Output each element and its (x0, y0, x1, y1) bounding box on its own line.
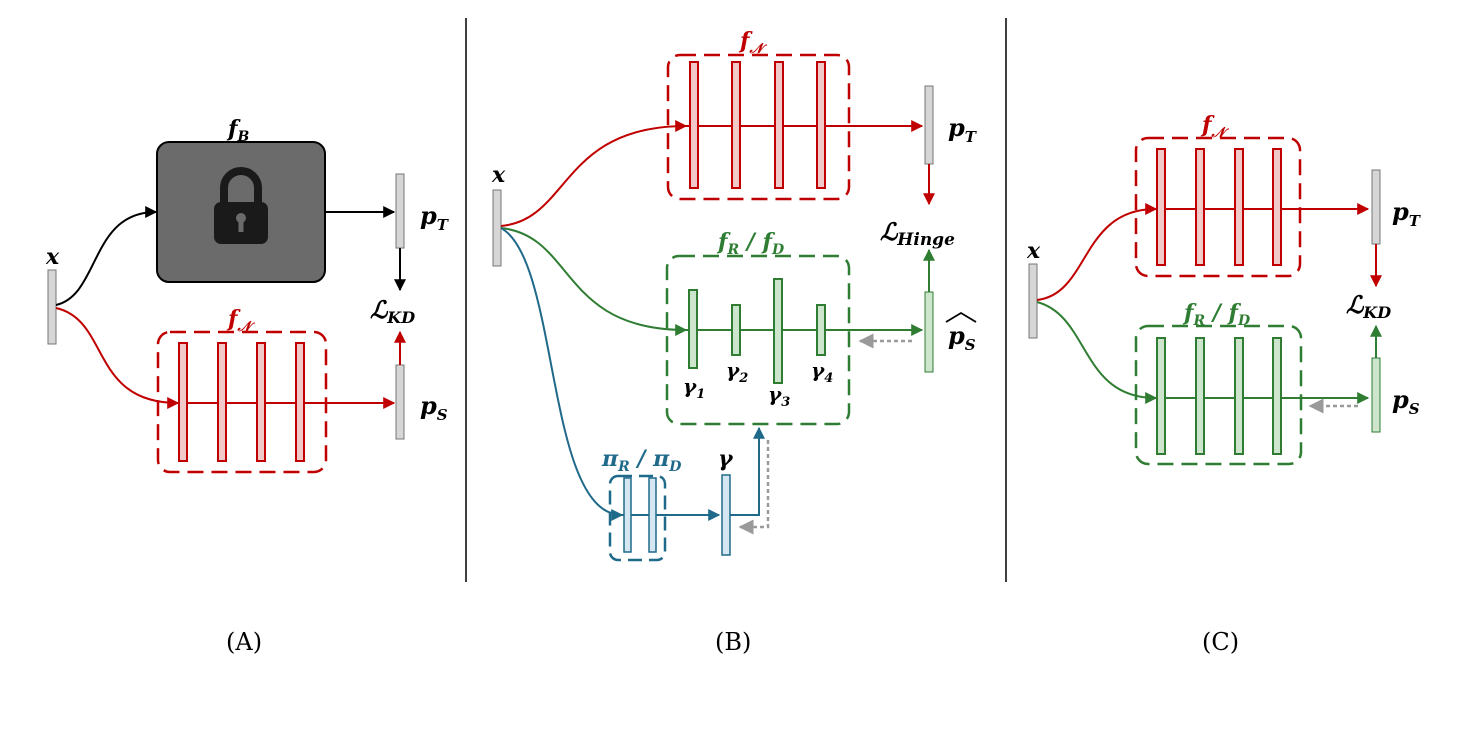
panel-b-top-net-label: f𝒩 (738, 28, 767, 57)
panel-b-policy-net-box (608, 474, 667, 562)
panel-b-mid-layer-2 (731, 304, 741, 356)
panel-c-top-layer-2 (1195, 148, 1205, 266)
hat-accent (945, 311, 977, 323)
panel-a-loss-label: ℒKD (370, 295, 415, 327)
panel-c-bottom-layer-1 (1156, 337, 1166, 455)
panel-b-gamma-1: γ1 (683, 374, 705, 402)
panel-c-bottom-layer-4 (1272, 337, 1282, 455)
panel-c-edge-to-bottom-net (1036, 301, 1158, 404)
panel-b-top-layer-4 (816, 61, 826, 189)
panel-b-caption: (B) (715, 628, 751, 656)
panel-c-caption: (C) (1202, 628, 1239, 656)
panel-b-mid-layer-4 (816, 304, 826, 356)
panel-b-top-net-box (666, 53, 851, 201)
panel-c-top-layer-3 (1234, 148, 1244, 266)
panel-a: x fB pT ℒKD f𝒩 pS (A) (45, 116, 450, 656)
panel-b-gradient-dotted-policy (738, 440, 770, 535)
panel-b-top-layer-1 (689, 61, 699, 189)
panel-a-edge-to-student-net (55, 307, 180, 409)
panel-c-top-output-label: pT (1392, 197, 1422, 230)
panel-c-top-net-label: f𝒩 (1200, 112, 1229, 141)
panel-c-bottom-net-box (1134, 324, 1303, 466)
panel-b-top-layer-3 (774, 61, 784, 189)
panel-a-teacher-output-bar (395, 173, 405, 249)
panel-b-gamma-2: γ2 (726, 358, 748, 386)
panel-c-edge-to-top-net (1036, 203, 1158, 301)
panel-c-top-layer-1 (1156, 148, 1166, 266)
panel-b-loss-label: ℒHinge (880, 217, 955, 250)
panel-c-loss-label: ℒKD (1346, 290, 1391, 322)
panel-a-student-net-label: f𝒩 (226, 306, 255, 335)
panel-c-top-output-bar (1371, 169, 1381, 245)
panel-c-bottom-layer-2 (1195, 337, 1205, 455)
panel-b-input-label: x (491, 162, 506, 188)
panel-b-edge-to-mid-net (500, 227, 688, 336)
panel-c: x f𝒩 pT ℒKD fR / fD pS (C) (1026, 112, 1422, 656)
panel-b-policy-layer-1 (623, 477, 632, 553)
panel-b-mid-output-label: pS (945, 311, 977, 354)
panel-b-mid-net-label: fR / fD (716, 229, 785, 258)
panel-b-mid-output-bar (924, 291, 934, 373)
panel-c-top-net-box (1134, 136, 1302, 278)
panel-a-student-output-bar (395, 364, 405, 440)
panel-b-edge-policy-to-mid-net (730, 426, 765, 516)
panel-b-input-bar (492, 189, 502, 267)
panel-b-edge-to-policy-net (500, 227, 624, 521)
panel-c-bottom-output-label: pS (1392, 385, 1420, 418)
panel-c-bottom-output-bar (1371, 357, 1381, 433)
panel-b-top-output-label: pT (948, 113, 978, 146)
panel-b-policy-output-bar (721, 474, 731, 556)
panel-a-input-bar (47, 269, 57, 345)
panel-a-blackbox-label: fB (226, 116, 249, 145)
panel-a-caption: (A) (226, 628, 262, 656)
panel-b-top-output-bar (924, 85, 934, 165)
panel-a-edge-to-blackbox (55, 206, 158, 306)
panel-b-edge-to-top-net (500, 120, 688, 227)
panel-b-mid-net-box (665, 254, 851, 426)
panel-c-top-layer-4 (1272, 148, 1282, 266)
panel-b-mid-layer-1 (688, 289, 698, 369)
panel-a-student-layer-3 (256, 342, 266, 462)
panel-a-student-layer-1 (178, 342, 188, 462)
panel-c-input-label: x (1026, 238, 1041, 264)
panel-c-input-bar (1028, 263, 1038, 339)
panel-a-teacher-output-label: pT (420, 201, 450, 234)
panel-b-policy-output-label: γ (718, 446, 734, 472)
panel-b-mid-layer-3 (773, 278, 783, 384)
panel-c-bottom-layer-3 (1234, 337, 1244, 455)
panel-b-policy-layer-2 (648, 477, 657, 553)
svg-text:pS: pS (948, 321, 976, 354)
panel-c-bottom-net-label: fR / fD (1182, 300, 1251, 329)
panel-a-input-label: x (45, 244, 60, 270)
panel-a-student-layer-2 (217, 342, 227, 462)
panel-a-student-output-label: pS (420, 391, 448, 424)
panel-b-gamma-3: γ3 (768, 382, 790, 410)
panel-b-policy-label: πR / πD (601, 446, 682, 475)
panel-b: x f𝒩 pT ℒHinge fR / fD γ1 γ2 γ3 γ4 pS (491, 28, 978, 656)
panel-b-gamma-4: γ4 (811, 358, 833, 386)
lock-icon (214, 167, 268, 244)
panel-b-top-layer-2 (731, 61, 741, 189)
panel-a-student-layer-4 (295, 342, 305, 462)
